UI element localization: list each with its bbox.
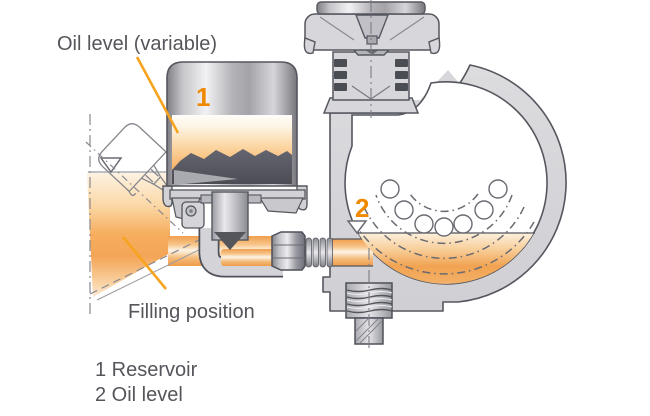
- tube-tab-left: [200, 194, 213, 204]
- legend-item-2: 2 Oil level: [95, 384, 183, 406]
- fitting-cone: [354, 14, 390, 39]
- tilt-axis-dash-line: [85, 141, 184, 234]
- cap-chamfer-left: [319, 16, 355, 41]
- oil-level-leader-line: [135, 56, 180, 134]
- clamp-screw-center: [189, 209, 193, 213]
- cap-curl-left: [303, 37, 316, 55]
- cap-chamfer-right: [389, 16, 425, 41]
- pipe-threads: [305, 237, 333, 268]
- tube-tab-right: [247, 194, 262, 204]
- tilted-surface-dashed-line: [89, 235, 208, 295]
- pipe-metal: [200, 228, 283, 276]
- filling-leader-line: [121, 236, 168, 290]
- tilted-surface-solid-line: [96, 242, 214, 301]
- bearing-sketch: [353, 193, 535, 275]
- drain-plug: [345, 282, 393, 345]
- callout-2: 2: [355, 193, 369, 223]
- tube-funnel: [214, 232, 246, 250]
- filling-position-label: Filling position: [128, 301, 255, 323]
- pipe-oil: [221, 249, 274, 266]
- reservoir-assembly: [162, 61, 333, 278]
- oil-level-triangle-icon: [346, 220, 368, 235]
- base-wing-right: [258, 197, 304, 214]
- cap-curl-right: [428, 37, 441, 55]
- cone-stem: [366, 35, 378, 45]
- reservoir-oil-reflection: [174, 170, 238, 185]
- oil-level-label: Oil level (variable): [57, 33, 217, 55]
- bearing-housing: [303, 0, 567, 352]
- bearing-balls: [380, 179, 508, 237]
- fitting-threads: [334, 59, 408, 91]
- legend-item-1: 1 Reservoir: [95, 359, 198, 381]
- vent-fitting: [303, 1, 441, 114]
- hex-nut: [271, 231, 306, 271]
- filling-oil-wedge: [87, 173, 170, 297]
- callout-1: 1: [196, 82, 210, 112]
- annotations: Oil level (variable) Filling position 1 …: [57, 33, 369, 406]
- plug-hatching: [355, 318, 383, 344]
- plug-thread-ridges: [346, 287, 393, 314]
